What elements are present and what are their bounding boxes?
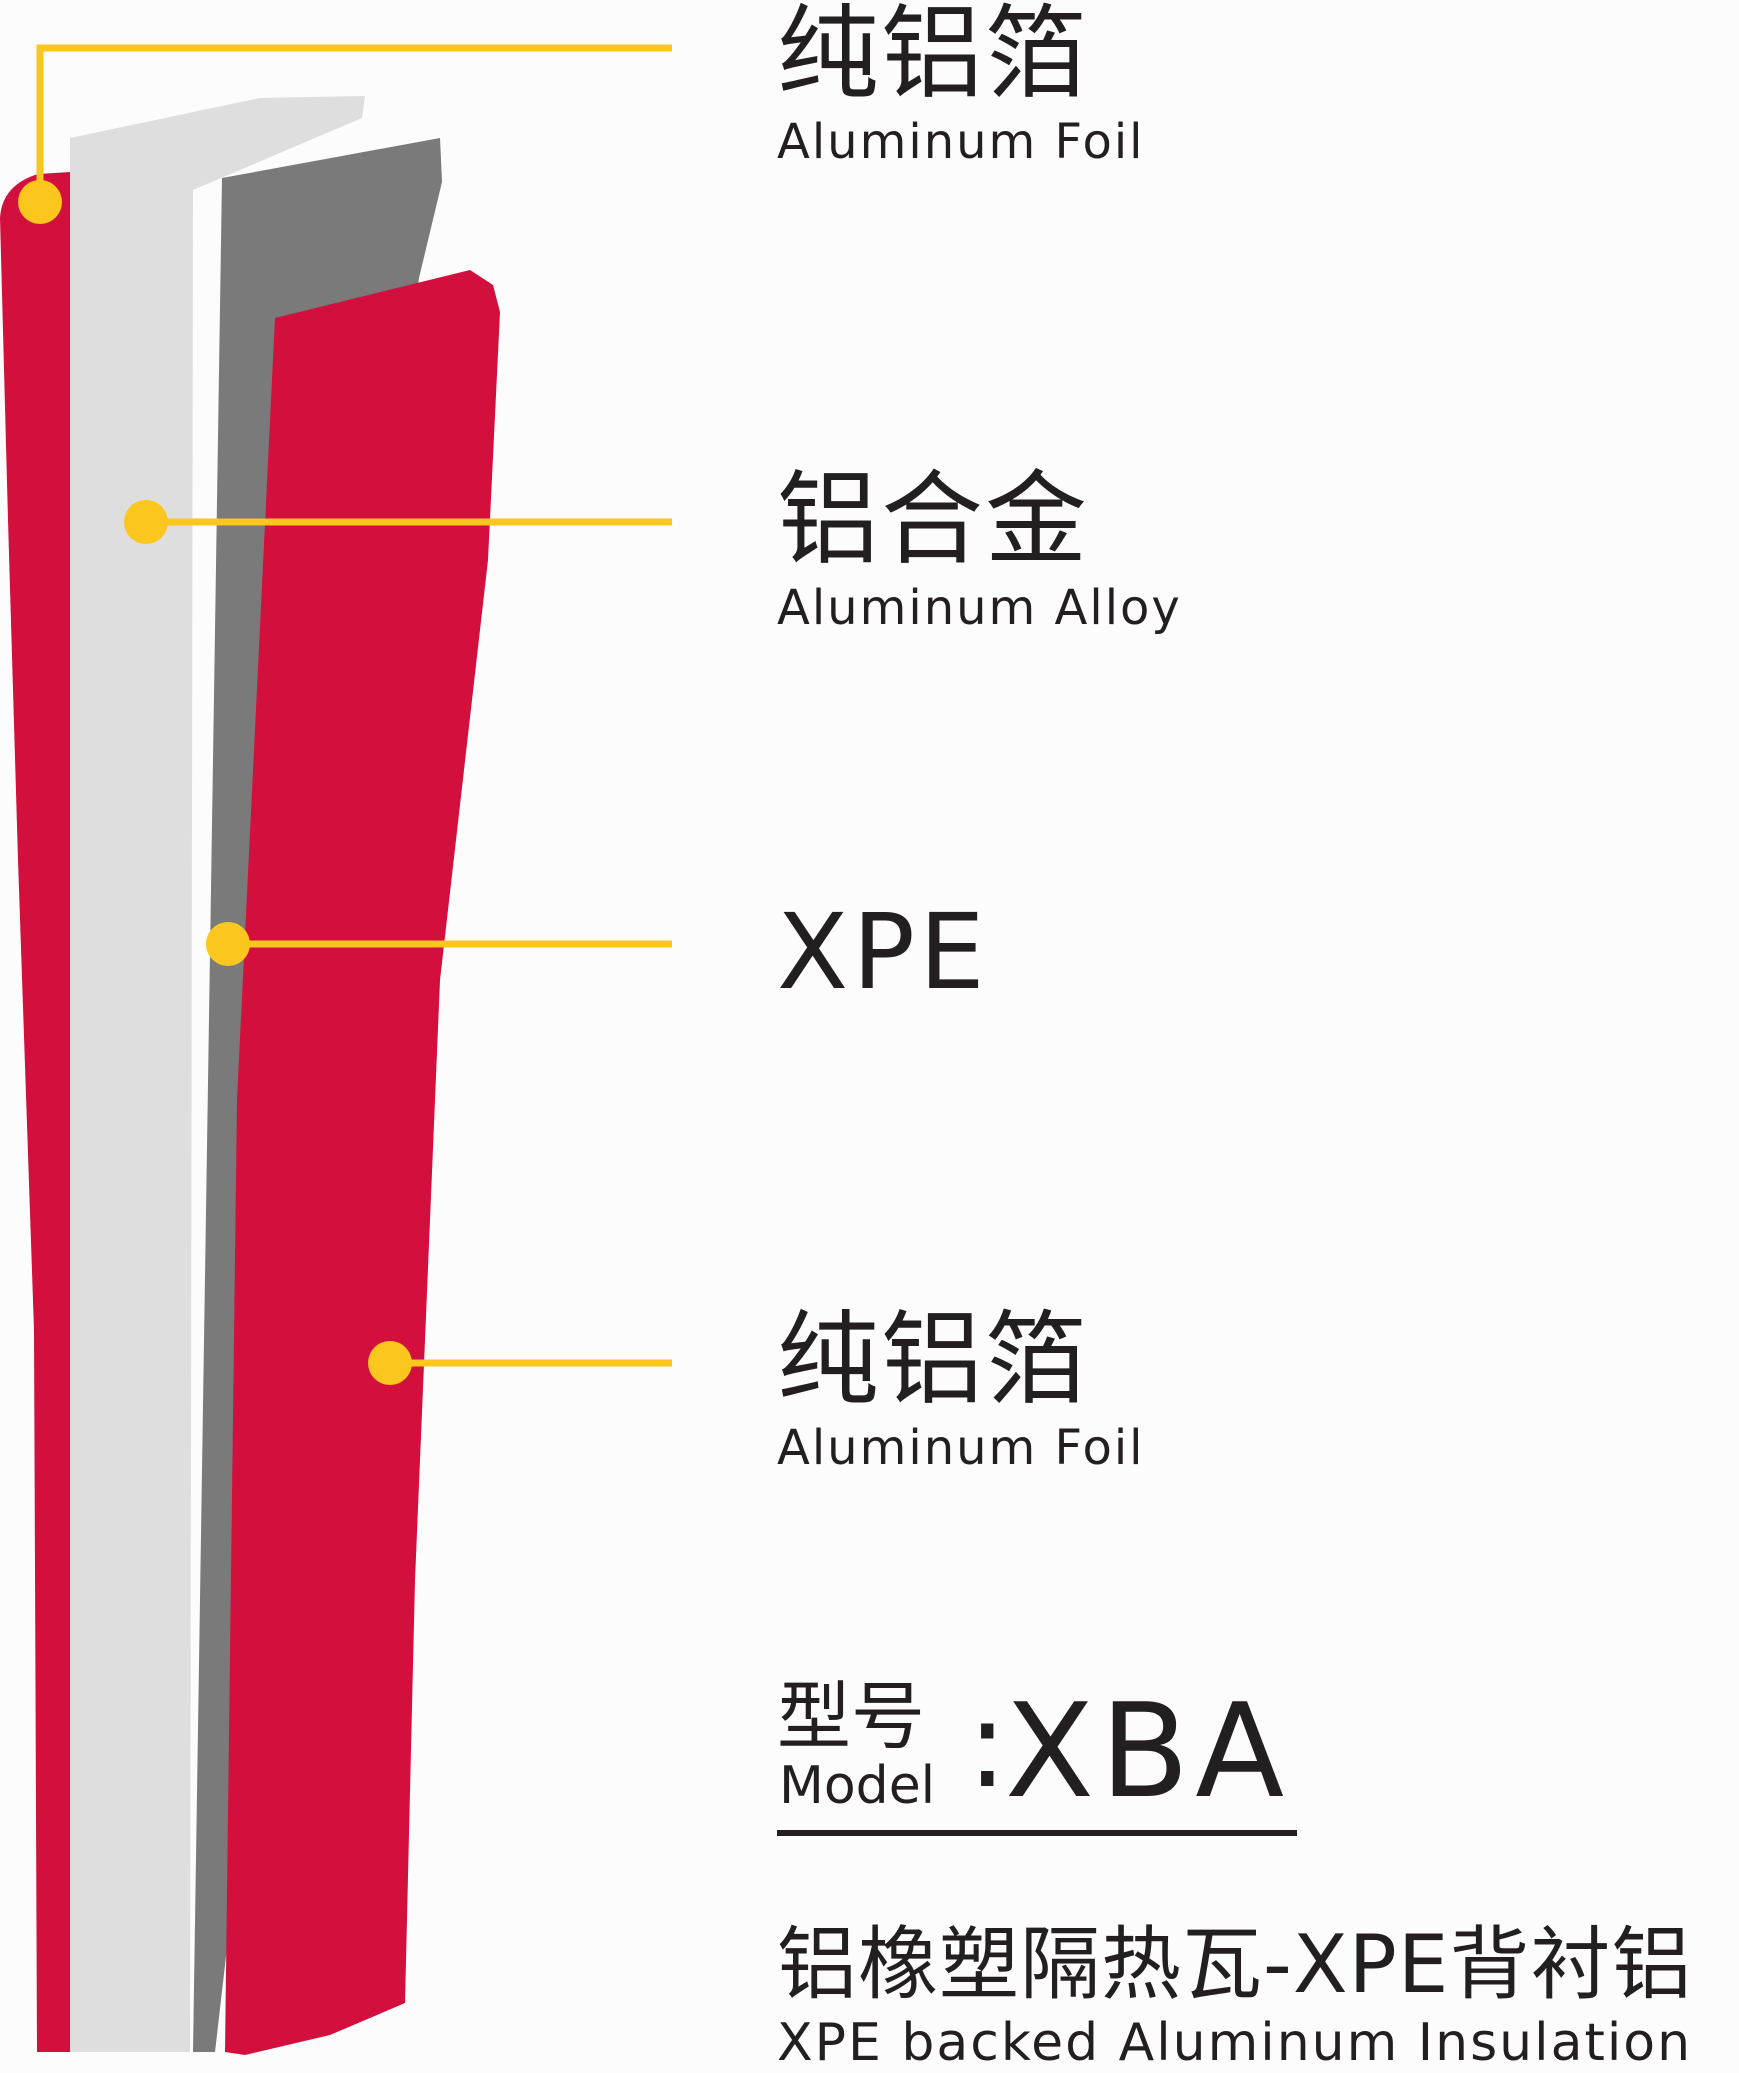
label-en: Aluminum Alloy bbox=[777, 580, 1182, 636]
callout-xpe bbox=[206, 922, 672, 966]
model-separator: : bbox=[967, 1676, 1008, 1815]
model-value: XBA bbox=[1005, 1675, 1291, 1827]
callout-aluminum-foil-top bbox=[18, 44, 672, 224]
label-aluminum-alloy: 铝合金 Aluminum Alloy bbox=[777, 461, 1182, 636]
aluminum-foil-layer-outer bbox=[0, 172, 70, 2052]
product-name-en: XPE backed Aluminum Insulation bbox=[777, 2013, 1693, 2073]
model-underline bbox=[777, 1830, 1297, 1836]
callout-dot bbox=[368, 1341, 412, 1385]
product-name-zh: 铝橡塑隔热瓦-XPE背衬铝 bbox=[777, 1918, 1693, 2011]
product-name-block: 铝橡塑隔热瓦-XPE背衬铝 XPE backed Aluminum Insula… bbox=[777, 1918, 1693, 2073]
aluminum-foil-layer-inner bbox=[225, 270, 500, 2055]
model-label-zh: 型号 bbox=[777, 1674, 925, 1760]
label-en: Aluminum Foil bbox=[777, 114, 1145, 170]
callout-dot bbox=[18, 180, 62, 224]
label-zh: 铝合金 bbox=[777, 461, 1089, 580]
label-zh: 纯铝箔 bbox=[777, 0, 1089, 114]
layer-diagram bbox=[0, 44, 672, 2055]
label-xpe: XPE bbox=[777, 900, 989, 1004]
label-en: Aluminum Foil bbox=[777, 1420, 1145, 1476]
label-zh: XPE bbox=[777, 891, 989, 1013]
label-aluminum-foil-top: 纯铝箔 Aluminum Foil bbox=[777, 0, 1145, 170]
label-zh: 纯铝箔 bbox=[777, 1301, 1089, 1420]
callout-dot bbox=[206, 922, 250, 966]
aluminum-alloy-layer bbox=[70, 96, 365, 2052]
callout-aluminum-alloy bbox=[124, 500, 672, 544]
callout-aluminum-foil-bottom bbox=[368, 1341, 672, 1385]
callout-dot bbox=[124, 500, 168, 544]
label-aluminum-foil-bottom: 纯铝箔 Aluminum Foil bbox=[777, 1301, 1145, 1476]
model-label-en: Model bbox=[779, 1756, 936, 1816]
model-block: 型号 Model : XBA bbox=[777, 1680, 1297, 1840]
